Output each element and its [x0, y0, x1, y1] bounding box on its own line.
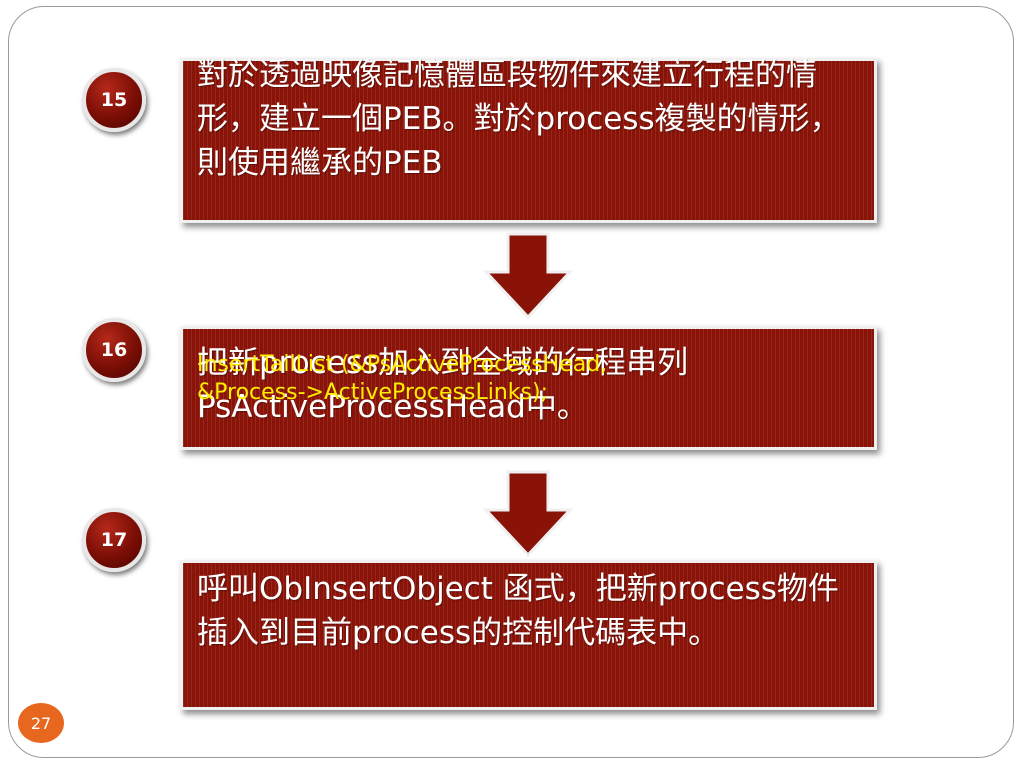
- step-17-box: 呼叫ObInsertObject 函式，把新process物件插入到目前proc…: [180, 560, 877, 710]
- step-15-text: 對於透過映像記憶體區段物件來建立行程的情形，建立一個PEB。對於process複…: [197, 57, 841, 181]
- down-arrow-icon: [482, 470, 574, 558]
- step-15-badge: 15: [82, 68, 146, 132]
- step-17-text: 呼叫ObInsertObject 函式，把新process物件插入到目前proc…: [197, 571, 839, 651]
- step-number: 16: [100, 339, 128, 361]
- step-17-badge: 17: [82, 508, 146, 572]
- step-16-text: 把新process加入到全域的行程串列PsActiveProcessHead中。: [197, 345, 689, 425]
- step-16-code-overlay: InsertTailList (&PsActiveProcessHead, &P…: [197, 352, 608, 405]
- step-number: 17: [100, 529, 128, 551]
- step-number: 15: [100, 89, 128, 111]
- step-16-badge: 16: [82, 318, 146, 382]
- step-16-box: 把新process加入到全域的行程串列PsActiveProcessHead中。…: [180, 326, 877, 450]
- page-number: 27: [18, 703, 64, 743]
- down-arrow-icon: [482, 232, 574, 320]
- step-15-box: 對於透過映像記憶體區段物件來建立行程的情形，建立一個PEB。對於process複…: [180, 57, 877, 223]
